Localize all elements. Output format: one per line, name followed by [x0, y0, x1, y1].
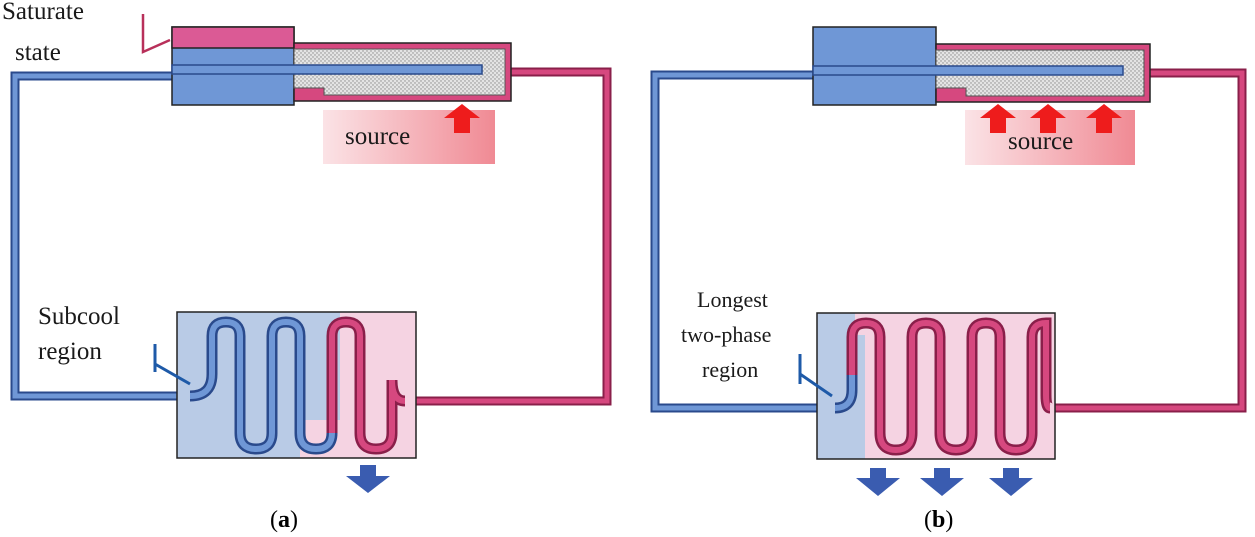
two-phase-pointer — [798, 354, 833, 398]
longest-label-line3: region — [702, 357, 758, 382]
vapor-line-b — [1045, 68, 1247, 413]
condenser-b — [816, 312, 1056, 460]
saturate-label-line1: Saturate — [2, 0, 84, 25]
condenser — [176, 311, 417, 459]
heat-arrow-icon — [444, 104, 480, 133]
liquid-core — [171, 64, 483, 75]
heat-arrow-icon-1 — [980, 104, 1016, 133]
panel-b: source Longest two-phase region (b) — [650, 26, 1247, 533]
source-label-b: source — [1008, 128, 1073, 155]
heat-arrow-icon-3 — [1086, 104, 1122, 133]
condenser-serpentine-b — [834, 317, 1053, 456]
source-label-a: source — [345, 123, 410, 150]
reservoir-vapor — [171, 26, 295, 49]
cooling-arrow-icon-3 — [989, 468, 1033, 496]
saturate-pointer — [141, 14, 171, 54]
evaporator — [171, 26, 512, 106]
saturate-label-line2: state — [15, 39, 61, 66]
cooling-arrow-icon-2 — [920, 468, 964, 496]
evaporator-b — [812, 26, 1151, 106]
panel-a: Saturate state source Subcool region (a) — [2, 0, 612, 533]
subcool-pointer — [153, 344, 191, 386]
liquid-line-b — [650, 70, 840, 413]
liquid-line — [10, 71, 190, 401]
caption-a: (a) — [270, 507, 298, 533]
cooling-arrow-icon — [346, 465, 390, 493]
longest-label-line2: two-phase — [681, 322, 771, 347]
vapor-line — [400, 67, 612, 406]
heat-arrow-icon-2 — [1030, 104, 1066, 133]
longest-label-line1: Longest — [697, 287, 768, 312]
liquid-core-b — [812, 65, 1124, 76]
caption-b: (b) — [924, 507, 953, 533]
subcool-label-line2: region — [38, 338, 102, 365]
condenser-serpentine — [189, 316, 406, 455]
cooling-arrow-icon-1 — [856, 468, 900, 496]
subcool-label-line1: Subcool — [38, 303, 120, 330]
